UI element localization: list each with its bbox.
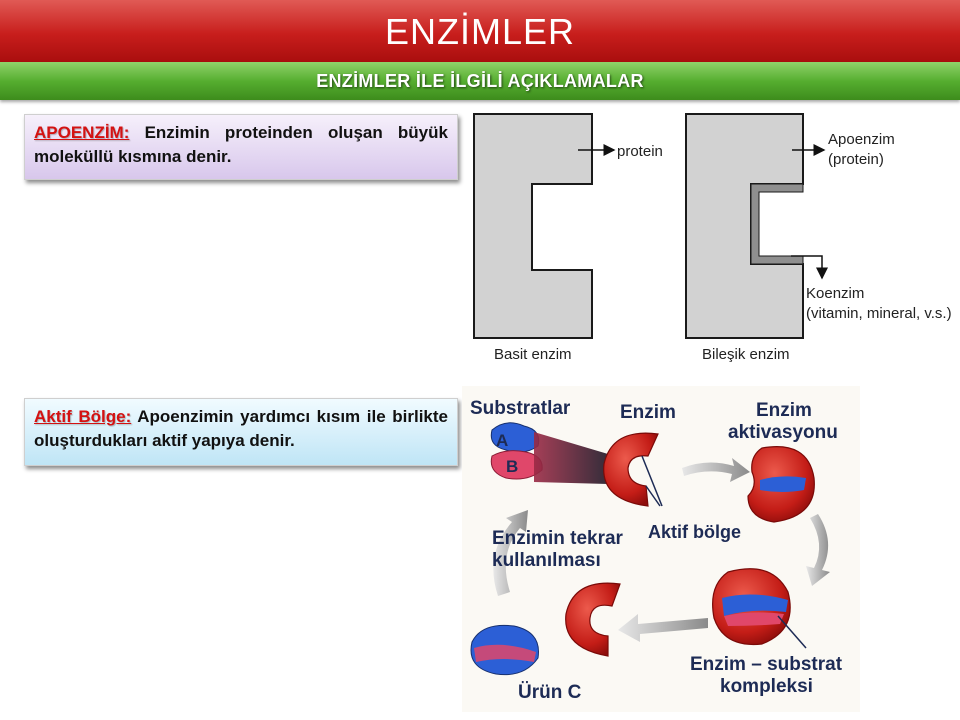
apoenzyme-sub-label: (protein): [828, 151, 884, 168]
substrate-a-label: A: [496, 431, 508, 450]
complex-pink: [724, 612, 784, 626]
apoenzyme-label: Apoenzim: [828, 131, 895, 148]
enzyme-structure-diagram: protein Basit enzim Apoenzim (protein) K…: [473, 113, 952, 363]
simple-enzyme-caption: Basit enzim: [494, 346, 572, 363]
active-site-definition-box: Aktif Bölge: Apoenzimin yardımcı kısım i…: [24, 398, 458, 466]
arrow-reuse: [493, 510, 528, 596]
reuse-label-1: Enzimin tekrar: [492, 528, 624, 549]
title-bar: ENZİMLER: [0, 0, 960, 62]
complex-label-2: kompleksi: [720, 676, 813, 697]
product-label: Ürün C: [518, 682, 582, 703]
compound-enzyme-caption: Bileşik enzim: [702, 346, 790, 363]
complex-blue: [722, 594, 788, 616]
binding-beam: [534, 432, 608, 484]
coenzyme-layer: [750, 183, 804, 265]
product-c-pink: [474, 644, 536, 662]
activation-label-1: Enzim: [756, 400, 812, 421]
coenzyme-sub-label: (vitamin, mineral, v.s.): [806, 305, 952, 322]
arrow-to-complex: [806, 514, 830, 586]
slide-title: ENZİMLER: [384, 11, 576, 52]
simple-enzyme-shape: [473, 113, 593, 339]
enzyme-shape: [603, 432, 659, 507]
subtitle-bar: ENZİMLER İLE İLGİLİ AÇIKLAMALAR: [0, 62, 960, 100]
complex-label-1: Enzim – substrat: [690, 654, 843, 675]
apoenzyme-term: APOENZİM:: [34, 123, 130, 142]
protein-label: protein: [617, 143, 663, 160]
reuse-label-2: kullanılması: [492, 550, 601, 571]
arrow-to-product: [618, 614, 708, 642]
released-enzyme: [565, 582, 621, 657]
substrates-label: Substratlar: [470, 398, 571, 419]
active-site-term: Aktif Bölge:: [34, 407, 132, 426]
coenzyme-label: Koenzim: [806, 285, 864, 302]
enzyme-label: Enzim: [620, 402, 676, 423]
active-site-label: Aktif bölge: [648, 522, 741, 542]
enzyme-cycle-diagram: Substratlar Enzim Enzim aktivasyonu A B …: [462, 386, 860, 712]
active-site-text: Apoenzimin yardımcı kısım ile birlikte o…: [34, 407, 448, 450]
apoenzyme-definition-box: APOENZİM: Enzimin proteinden oluşan büyü…: [24, 114, 458, 180]
compound-enzyme-shape: [685, 113, 804, 339]
slide-subtitle: ENZİMLER İLE İLGİLİ AÇIKLAMALAR: [316, 71, 644, 91]
substrate-b-label: B: [506, 457, 518, 476]
apoenzyme-text: Enzimin proteinden oluşan büyük moleküll…: [34, 123, 448, 166]
activation-label-2: aktivasyonu: [728, 422, 838, 443]
arrow-to-activation: [682, 458, 750, 482]
activated-enzyme-blue: [760, 476, 806, 492]
